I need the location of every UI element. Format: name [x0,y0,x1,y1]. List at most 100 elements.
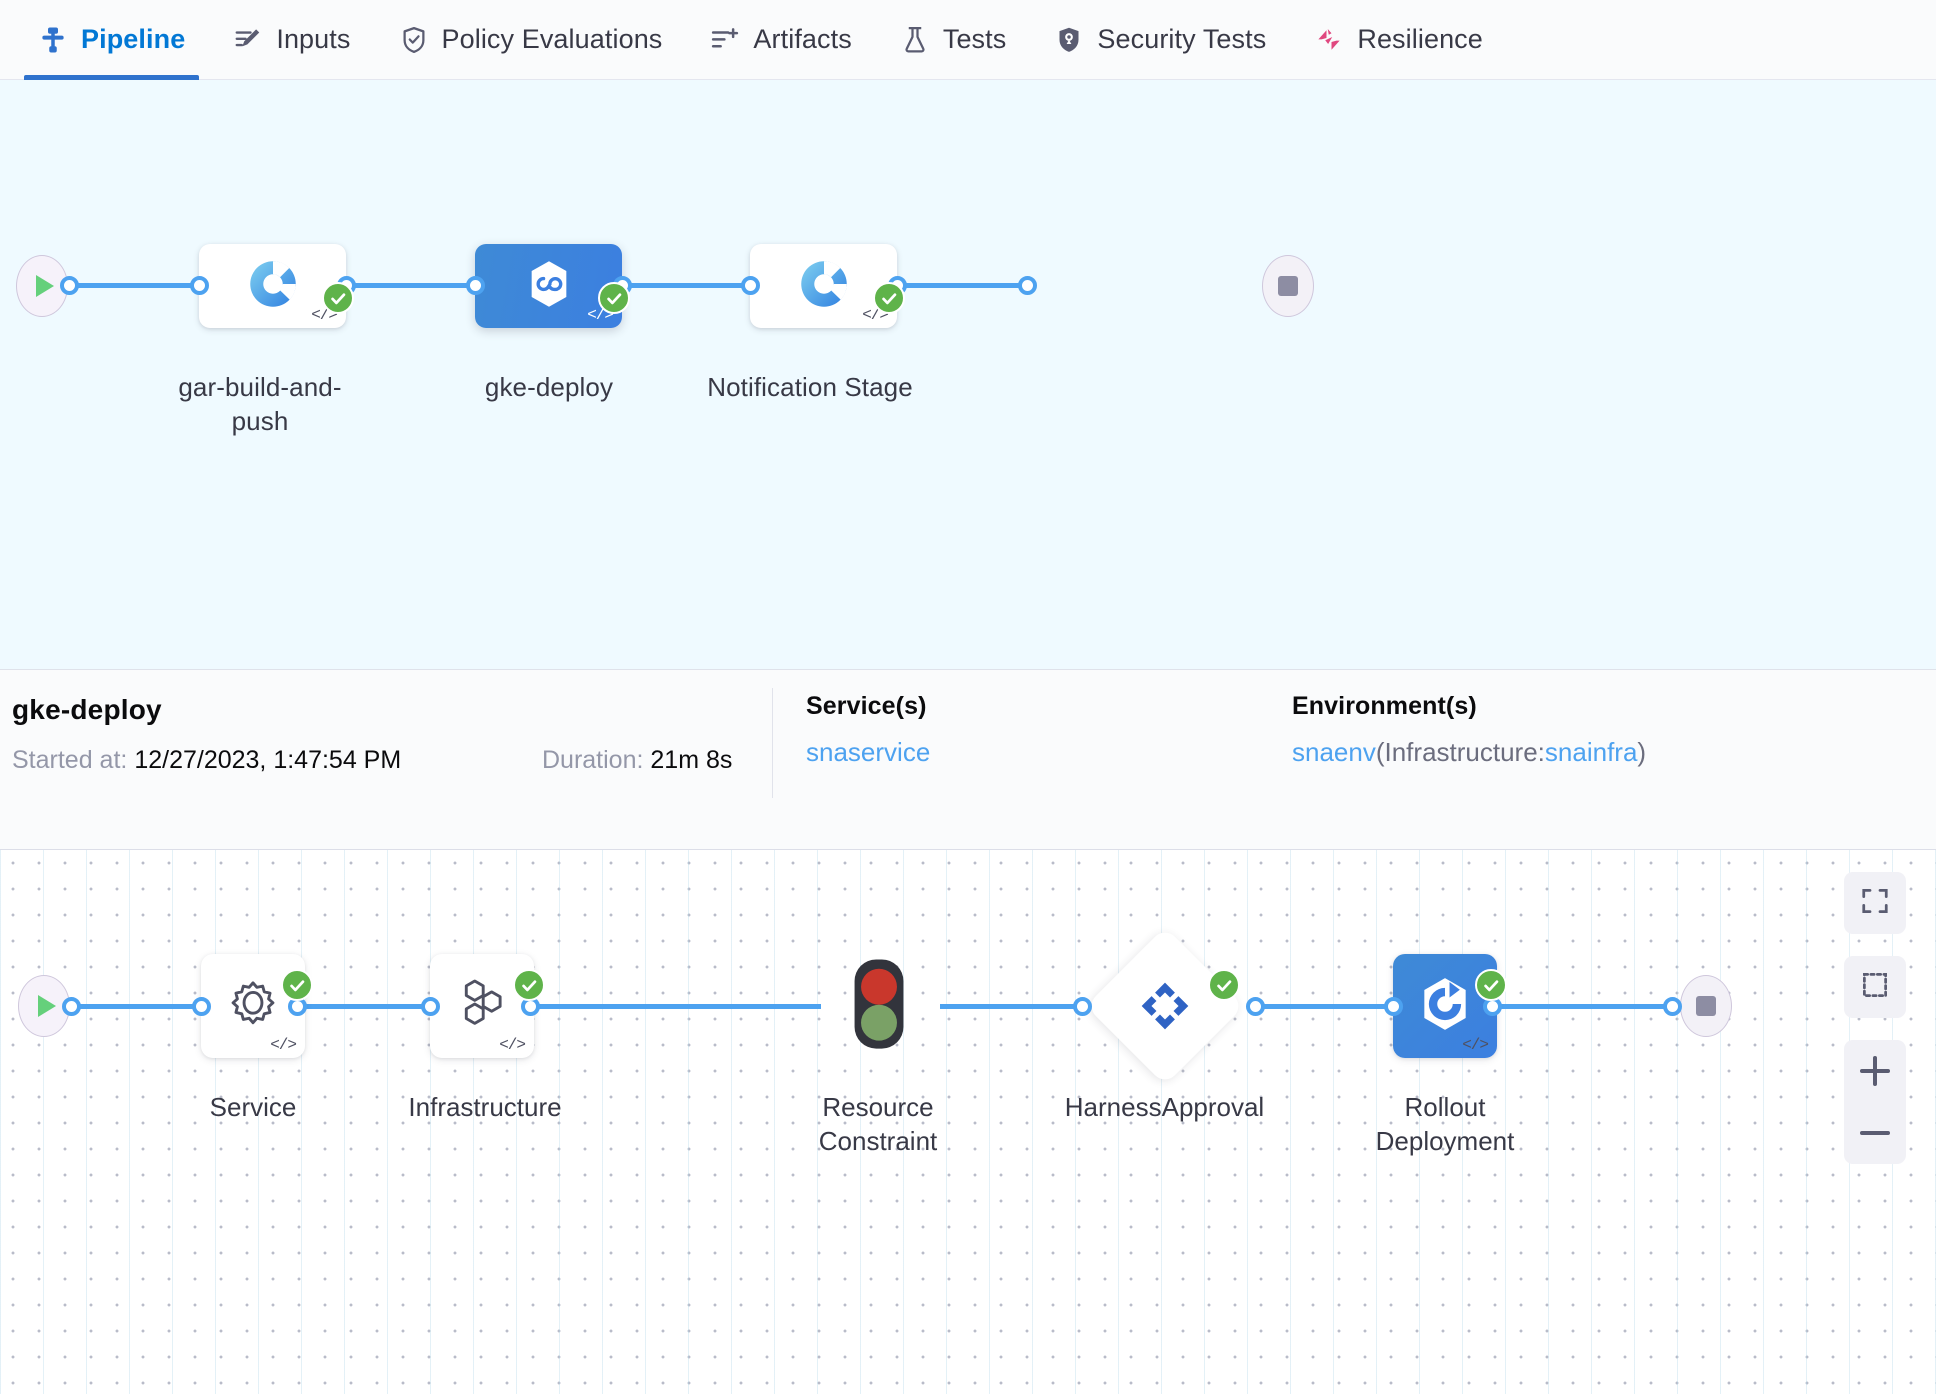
deploy-cd-icon [523,258,575,315]
status-badge [513,969,545,1001]
execution-port-approval-out[interactable] [1246,997,1265,1016]
pipeline-stage-node[interactable]: </> [750,244,897,328]
environment-link[interactable]: snaenv [1292,737,1376,767]
tab-resilience[interactable]: Resilience [1290,0,1507,80]
execution-link-4 [940,1004,1080,1009]
infrastructure-suffix: ) [1637,737,1647,767]
tab-security-tests[interactable]: Security Tests [1030,0,1290,80]
inputs-icon [233,25,263,55]
execution-port-rollout-in[interactable] [1384,997,1403,1016]
execution-port-start-out[interactable] [62,997,81,1016]
execution-step-node[interactable] [1085,926,1245,1086]
tab-inputs[interactable]: Inputs [209,0,374,80]
stop-icon [1696,996,1716,1016]
execution-step-label: Resource Constraint [818,1092,938,1156]
pipeline-stage-label: gke-deploy [484,372,614,402]
tab-policy-evaluations[interactable]: Policy Evaluations [375,0,687,80]
code-yaml-icon[interactable]: </> [270,1036,297,1054]
play-icon [37,995,56,1017]
play-icon [35,275,54,297]
select-area-button[interactable] [1844,956,1906,1018]
approval-icon [1137,978,1193,1034]
pipeline-stage-canvas[interactable]: </> gar-build-and-push </> gke-deploy [0,80,1936,670]
tab-inputs-label: Inputs [276,24,351,54]
execution-step-label: Infrastructure [408,1092,562,1122]
infrastructure-link[interactable]: snainfra [1544,737,1638,767]
status-badge [598,282,630,314]
status-badge [281,969,313,1001]
started-at-block: Started at: 12/27/2023, 1:47:54 PM [12,746,542,775]
tab-resilience-label: Resilience [1357,24,1483,54]
execution-step-label: Service [209,1092,297,1122]
status-badge [322,282,354,314]
execution-link-2 [298,1004,428,1009]
duration-label: Duration: [542,746,644,774]
pipeline-link-1 [70,283,200,288]
rollout-icon [1414,973,1476,1040]
tab-security-tests-label: Security Tests [1097,24,1267,54]
pipeline-port-stage1-in[interactable] [190,276,209,295]
pipeline-tabbar: Pipeline Inputs Policy Evaluations Artif… [0,0,1936,80]
tab-pipeline[interactable]: Pipeline [14,0,209,80]
execution-step-node[interactable] [823,950,935,1062]
resilience-icon [1314,25,1344,55]
services-column: Service(s) snaservice [806,692,930,768]
policy-shield-icon [399,25,429,55]
zoom-in-button[interactable] [1844,1040,1906,1102]
pipeline-stage-node[interactable]: </> [199,244,346,328]
execution-step-node[interactable]: </> [1393,954,1497,1058]
pipeline-stage-label: Notification Stage [707,372,913,402]
security-shield-icon [1054,25,1084,55]
zoom-inout-group [1844,1040,1906,1164]
stop-icon [1278,276,1298,296]
pipeline-stage-label: gar-build-and-push [178,372,342,436]
code-yaml-icon[interactable]: </> [499,1036,526,1054]
execution-port-end-in[interactable] [1663,997,1682,1016]
pipeline-link-3 [623,283,753,288]
tab-tests[interactable]: Tests [876,0,1031,80]
pipeline-port-end-in[interactable] [1018,276,1037,295]
code-yaml-icon[interactable]: </> [1462,1036,1489,1054]
execution-link-1 [72,1004,202,1009]
pipeline-port-stage2-in[interactable] [466,276,485,295]
execution-link-3 [531,1004,821,1009]
execution-step-label: Rollout Deployment [1375,1092,1515,1156]
tab-policy-evaluations-label: Policy Evaluations [441,24,663,54]
details-divider [772,688,773,798]
expand-icon [1860,886,1890,921]
pipeline-port-start-out[interactable] [60,276,79,295]
canvas-zoom-controls [1844,872,1906,1164]
pipeline-start-node[interactable] [16,255,68,317]
execution-step-label: HarnessApproval [1064,1092,1265,1122]
zoom-out-button[interactable] [1844,1102,1906,1164]
stage-details-bar: gke-deploy Started at: 12/27/2023, 1:47:… [0,670,1936,850]
services-heading: Service(s) [806,692,927,720]
environments-heading: Environment(s) [1292,692,1477,720]
execution-port-infrastructure-in[interactable] [421,997,440,1016]
execution-end-node[interactable] [1680,975,1732,1037]
gar-build-icon [247,258,299,315]
pipeline-icon [38,25,68,55]
gear-icon [224,975,282,1038]
duration-value: 21m 8s [650,746,733,774]
traffic-light-icon [850,958,908,1055]
status-badge [1208,969,1240,1001]
tab-pipeline-label: Pipeline [81,24,186,54]
service-link[interactable]: snaservice [806,737,931,767]
flask-icon [900,25,930,55]
execution-start-node[interactable] [18,975,70,1037]
fit-to-screen-button[interactable] [1844,872,1906,934]
tab-artifacts[interactable]: Artifacts [686,0,875,80]
tab-tests-label: Tests [942,24,1007,54]
execution-link-6 [1493,1004,1673,1009]
execution-port-service-in[interactable] [192,997,211,1016]
pipeline-stage-node[interactable]: </> [475,244,622,328]
execution-step-canvas[interactable]: </> Service </> Infrastructure [0,850,1936,1394]
execution-step-node[interactable]: </> [430,954,534,1058]
pipeline-port-stage3-in[interactable] [741,276,760,295]
status-badge [1475,969,1507,1001]
tab-artifacts-label: Artifacts [753,24,852,54]
execution-port-approval-in[interactable] [1073,997,1092,1016]
started-at-label: Started at: [12,746,128,774]
pipeline-end-node[interactable] [1262,255,1314,317]
